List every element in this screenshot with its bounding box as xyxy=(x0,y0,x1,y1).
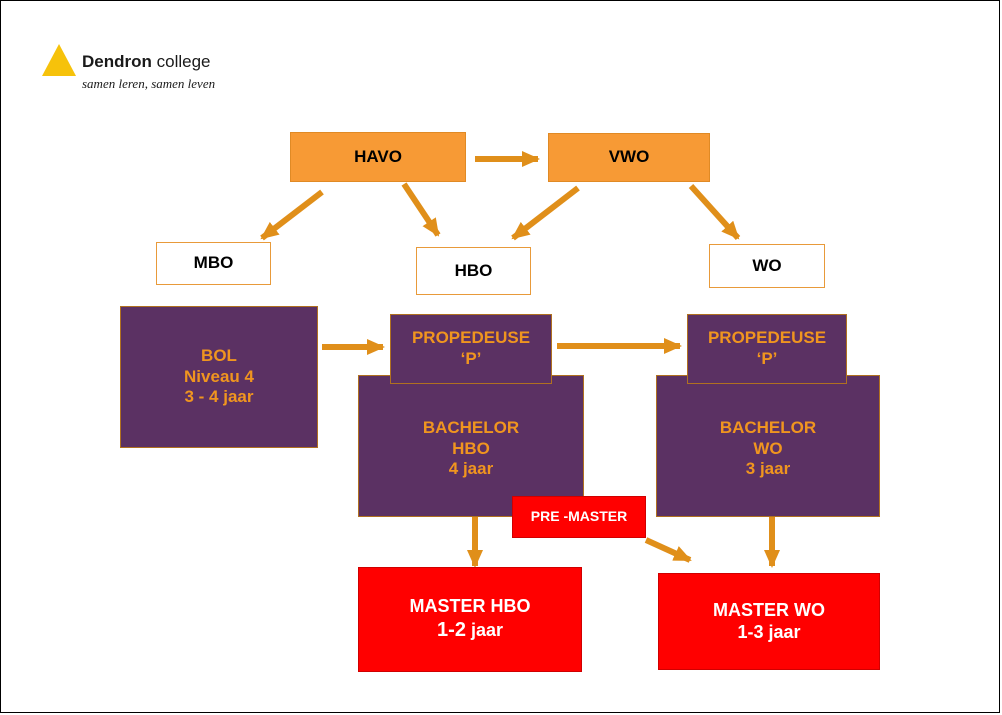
master-hbo-unit: jaar xyxy=(465,620,503,641)
bachelor-wo-box: BACHELOR WO 3 jaar xyxy=(656,375,880,517)
propedeuse-wo-line1: PROPEDEUSE xyxy=(707,328,827,348)
propedeuse-wo-line2: ‘P’ xyxy=(756,349,778,368)
havo-label: HAVO xyxy=(354,146,402,166)
bol-line2: Niveau 4 xyxy=(184,366,254,386)
pre-master-label: PRE -MASTER xyxy=(530,508,628,525)
logo-triangle-icon xyxy=(42,44,76,76)
bol-line1: BOL xyxy=(201,345,237,365)
bachelor-wo-line2: WO xyxy=(753,438,783,458)
arrow-havo-mbo xyxy=(260,189,324,241)
master-hbo-line1: MASTER HBO xyxy=(409,596,531,617)
wo-box: WO xyxy=(709,244,825,288)
vwo-label: VWO xyxy=(608,147,650,167)
master-wo-line2: 1-3 jaar xyxy=(737,621,801,642)
bachelor-hbo-line1: BACHELOR xyxy=(422,417,520,437)
bachelor-wo-line1: BACHELOR xyxy=(719,417,817,437)
arrow-vwo-hbo xyxy=(511,185,580,241)
hbo-label: HBO xyxy=(454,260,493,280)
master-wo-line1: MASTER WO xyxy=(713,599,825,620)
logo-name-rest: college xyxy=(151,52,211,71)
master-hbo-box: MASTER HBO 1-2 jaar xyxy=(358,567,582,672)
propedeuse-hbo-line1: PROPEDEUSE xyxy=(411,328,531,348)
wo-label: WO xyxy=(752,255,782,275)
bol-box: BOL Niveau 4 3 - 4 jaar xyxy=(120,306,318,448)
bachelor-hbo-line3: 4 jaar xyxy=(448,459,494,479)
mbo-label: MBO xyxy=(193,253,234,273)
dendron-logo: Dendron college samen leren, samen leven xyxy=(42,44,282,94)
propedeuse-hbo-line2: ‘P’ xyxy=(460,349,482,368)
mbo-box: MBO xyxy=(156,242,271,285)
logo-tagline: samen leren, samen leven xyxy=(82,76,216,91)
bachelor-wo-line3: 3 jaar xyxy=(745,459,791,479)
arrow-havo-hbo xyxy=(401,182,441,237)
bachelor-hbo-box: BACHELOR HBO 4 jaar xyxy=(358,375,584,517)
vwo-box: VWO xyxy=(548,133,710,182)
havo-box: HAVO xyxy=(290,132,466,182)
hbo-box: HBO xyxy=(416,247,531,295)
logo-name: Dendron college xyxy=(82,52,211,72)
master-wo-box: MASTER WO 1-3 jaar xyxy=(658,573,880,670)
master-hbo-line2: 1-2 jaar xyxy=(437,618,503,642)
bol-line3: 3 - 4 jaar xyxy=(184,387,254,407)
arrow-vwo-wo xyxy=(688,183,741,241)
arrow-premaster-master-wo xyxy=(644,537,692,563)
propedeuse-hbo-box: PROPEDEUSE ‘P’ xyxy=(390,314,552,384)
propedeuse-wo-box: PROPEDEUSE ‘P’ xyxy=(687,314,847,384)
master-hbo-years: 1-2 xyxy=(437,619,466,642)
pre-master-box: PRE -MASTER xyxy=(512,496,646,538)
bachelor-hbo-line2: HBO xyxy=(452,438,490,458)
logo-name-bold: Dendron xyxy=(82,52,152,71)
